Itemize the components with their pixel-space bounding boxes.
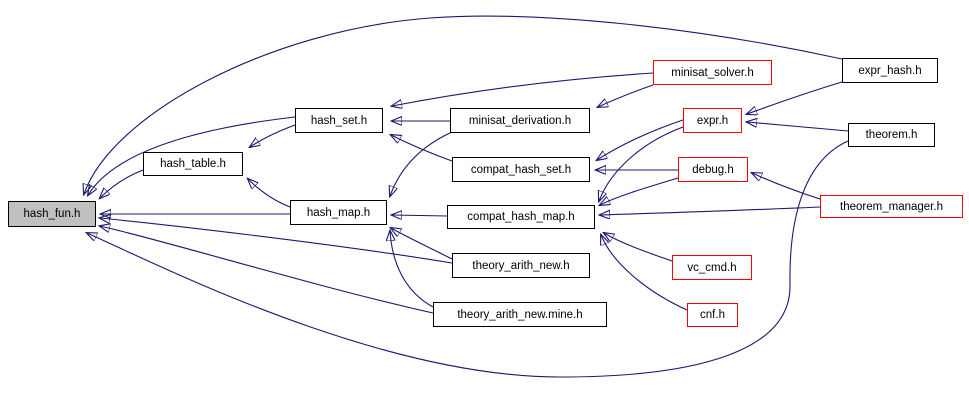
edge-theory-arith-new-h-to-hash-map-h (391, 228, 453, 260)
node-minisat-derivation-h[interactable]: minisat_derivation.h (450, 108, 590, 133)
edge-debug-h-to-compat-hash-map-h (600, 177, 679, 205)
edge-expr-hash-h-to-expr-h (747, 81, 843, 114)
edge-minisat-solver-h-to-hash-set-h (392, 72, 654, 106)
node-hash-set-h[interactable]: hash_set.h (295, 108, 383, 133)
node-compat-hash-set-h[interactable]: compat_hash_set.h (452, 157, 590, 182)
node-cnf-h[interactable]: cnf.h (687, 303, 738, 327)
node-hash-table-h[interactable]: hash_table.h (143, 152, 243, 176)
node-minisat-solver-h[interactable]: minisat_solver.h (653, 60, 772, 85)
edge-compat-hash-map-h-to-hash-map-h (392, 215, 448, 216)
edge-theory-arith-new-h-to-hash-fun-h (100, 218, 453, 264)
edge-theorem-manager-h-to-debug-h (752, 173, 821, 200)
node-theory-arith-new-mine-h[interactable]: theory_arith_new.mine.h (433, 302, 607, 327)
edge-theory-arith-new-mine-h-to-hash-map-h (390, 231, 434, 308)
edge-compat-hash-set-h-to-hash-set-h (391, 135, 453, 162)
edge-expr-h-to-compat-hash-map-h (599, 126, 684, 201)
edge-minisat-solver-h-to-minisat-derivation-h (598, 84, 654, 107)
node-debug-h[interactable]: debug.h (678, 157, 748, 182)
node-hash-map-h[interactable]: hash_map.h (290, 200, 387, 225)
edge-hash-set-h-to-hash-table-h (250, 124, 296, 147)
edge-hash-set-h-to-hash-fun-h (88, 116, 296, 195)
edge-expr-h-to-compat-hash-set-h (597, 119, 684, 160)
node-theorem-manager-h[interactable]: theorem_manager.h (820, 195, 963, 218)
edge-minisat-derivation-h-to-hash-map-h (390, 131, 453, 196)
node-vc-cmd-h[interactable]: vc_cmd.h (672, 255, 752, 280)
edge-hash-table-h-to-hash-fun-h (100, 169, 144, 198)
edge-theory-arith-new-mine-h-to-hash-fun-h (100, 226, 434, 314)
edge-hash-map-h-to-hash-table-h (248, 179, 291, 208)
edge-theorem-manager-h-to-compat-hash-map-h (600, 206, 821, 215)
node-expr-hash-h[interactable]: expr_hash.h (842, 58, 938, 83)
node-theory-arith-new-h[interactable]: theory_arith_new.h (452, 253, 590, 278)
node-expr-h[interactable]: expr.h (683, 108, 742, 133)
node-hash-fun-h: hash_fun.h (8, 201, 96, 227)
edge-theorem-h-to-hash-fun-h (87, 140, 849, 378)
node-compat-hash-map-h[interactable]: compat_hash_map.h (447, 205, 595, 229)
node-theorem-h[interactable]: theorem.h (848, 123, 935, 147)
edge-theorem-h-to-expr-h (747, 122, 849, 132)
edge-cnf-h-to-compat-hash-map-h (601, 235, 688, 311)
edge-expr-hash-h-to-hash-fun-h (84, 15, 843, 194)
